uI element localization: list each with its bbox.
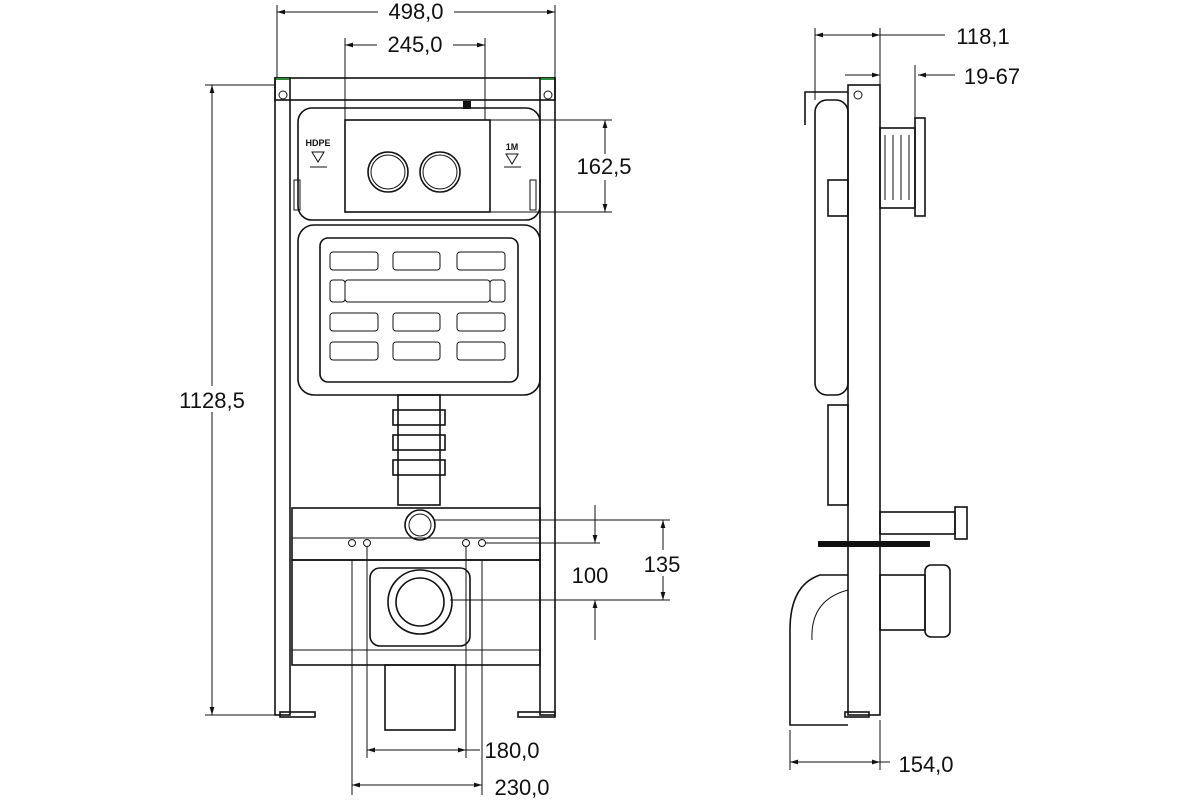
flush-pipe: [392, 394, 446, 506]
dimension-overall-height: 1128,5: [174, 84, 275, 716]
svg-text:118,1: 118,1: [956, 24, 1009, 49]
svg-text:154,0: 154,0: [898, 752, 953, 777]
side-view: 118,1 19-67 154,0: [789, 24, 1020, 777]
dimension-bolt-inner: 180,0: [366, 547, 540, 763]
cistern-tank: [297, 224, 541, 396]
dimension-plate-width: 245,0: [344, 32, 486, 120]
dimension-outlet-height: 135: [435, 519, 686, 601]
flush-button-right: [419, 151, 461, 193]
frame: [274, 77, 556, 718]
dimension-wall-thickness: 19-67: [845, 64, 1020, 118]
svg-text:162,5: 162,5: [576, 154, 631, 179]
svg-text:1128,5: 1128,5: [179, 388, 245, 413]
level-label: 1M: [506, 142, 519, 152]
dimension-bolt-outer: 230,0: [352, 775, 550, 800]
outlet-assembly: [291, 559, 541, 795]
hdpe-label: HDPE: [305, 138, 330, 148]
flush-button-left: [367, 151, 409, 193]
svg-text:498,0: 498,0: [388, 0, 443, 24]
svg-text:19-67: 19-67: [964, 64, 1020, 89]
dimension-plate-height: 162,5: [490, 119, 636, 213]
front-view: HDPE 1M: [174, 0, 686, 800]
dimension-flange-depth: 118,1: [814, 24, 1010, 100]
crossbar: [291, 507, 541, 561]
svg-text:180,0: 180,0: [484, 738, 539, 763]
dimension-overall-width: 498,0: [276, 0, 556, 78]
svg-text:135: 135: [644, 552, 681, 577]
dimension-inlet-height: 100: [486, 505, 608, 640]
dimension-bend-depth: 154,0: [789, 720, 954, 777]
svg-text:245,0: 245,0: [387, 32, 442, 57]
svg-text:230,0: 230,0: [494, 775, 549, 800]
svg-text:100: 100: [572, 563, 609, 588]
flush-panel: HDPE 1M: [293, 101, 541, 221]
